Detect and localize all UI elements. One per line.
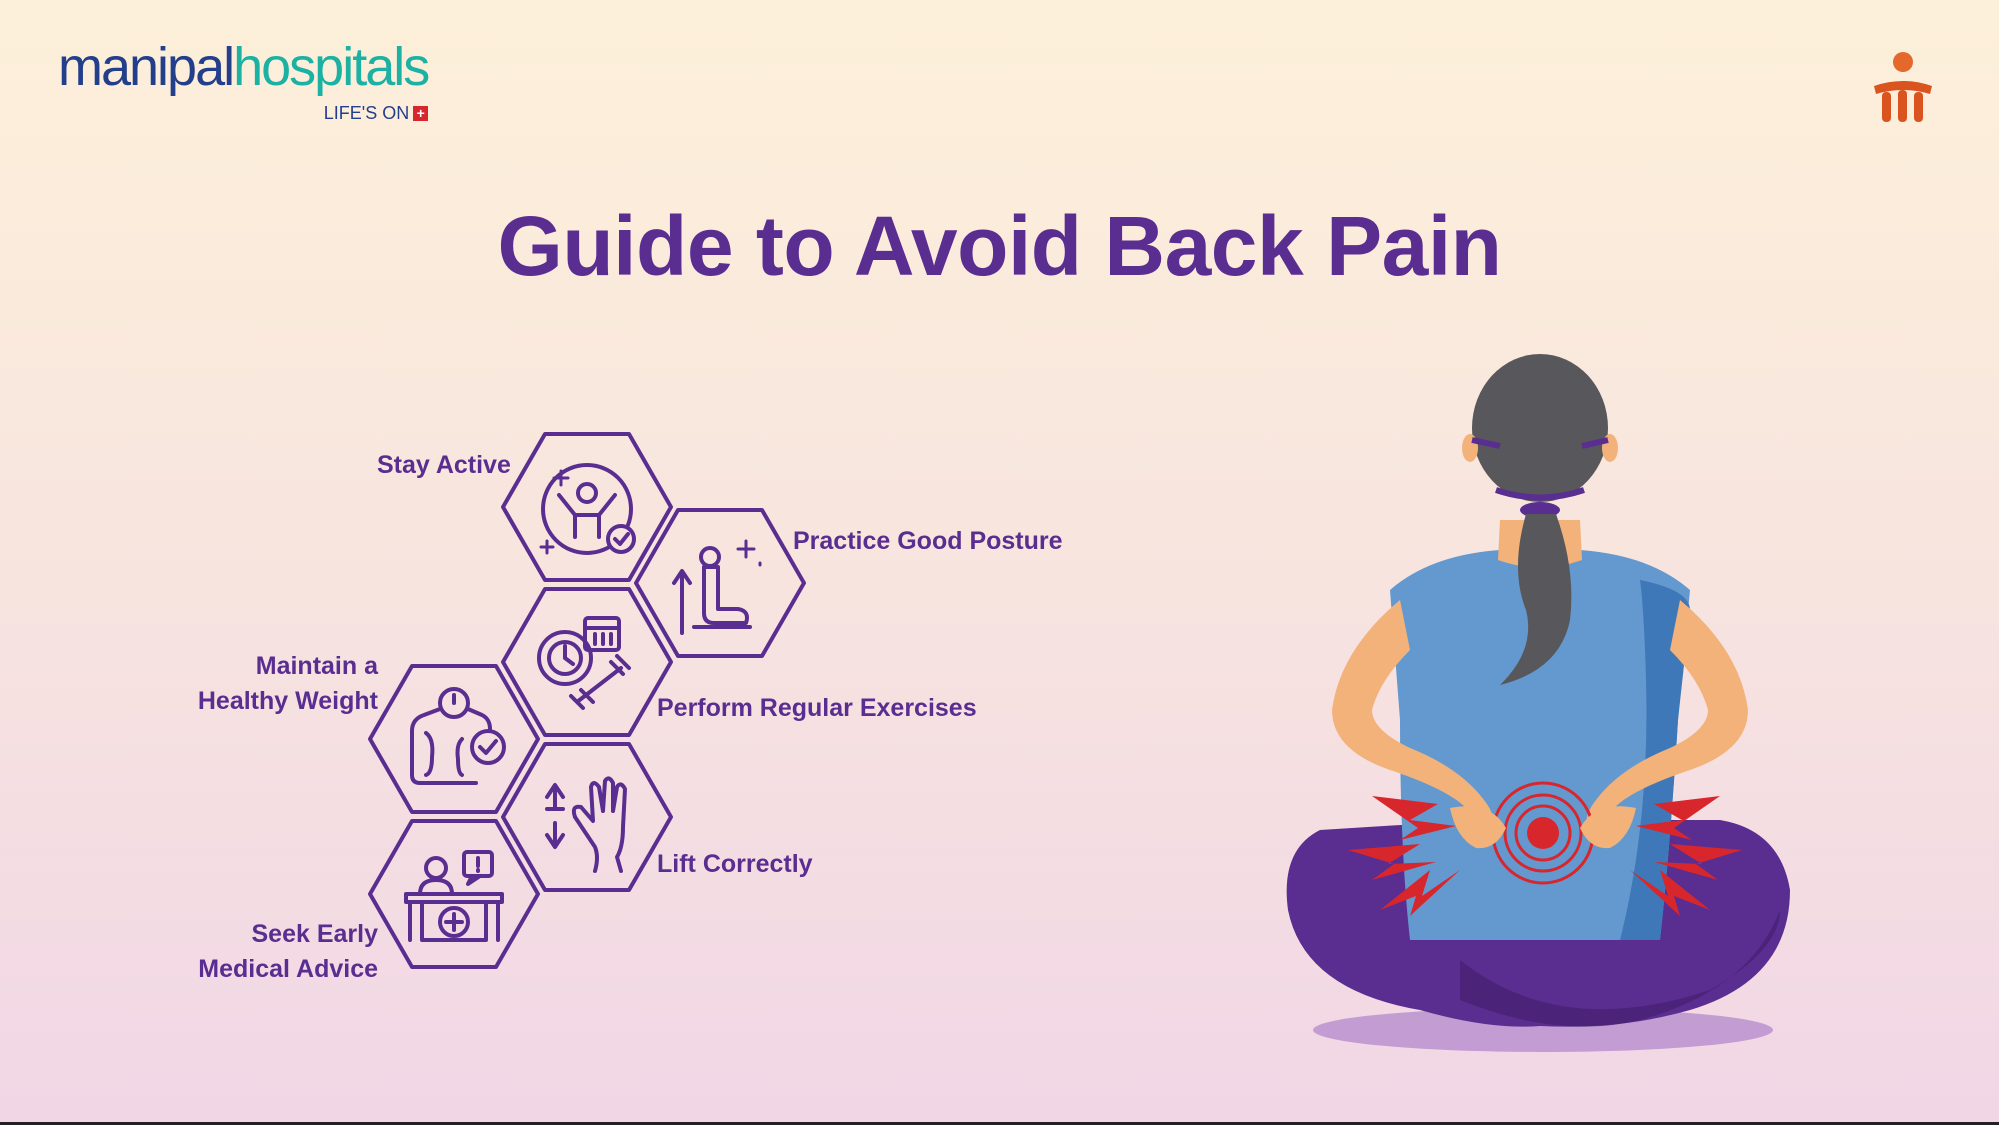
label-regular-exercises: Perform Regular Exercises xyxy=(657,694,977,722)
brand-mark-icon xyxy=(1874,52,1932,122)
label-medical-advice-line2: Medical Advice xyxy=(198,955,378,983)
lift-hand-icon xyxy=(545,776,627,873)
label-stay-active: Stay Active xyxy=(377,451,511,479)
hex-regular-exercises xyxy=(501,587,673,737)
hex-stay-active xyxy=(501,432,673,582)
active-person-icon xyxy=(539,463,636,555)
manipal-hospitals-logo: manipalhospitals LIFE'S ON + xyxy=(58,37,430,123)
tagline-text: LIFE'S ON xyxy=(323,103,410,123)
weight-scale-icon xyxy=(410,687,506,785)
pain-target-icon xyxy=(1491,781,1595,885)
ponytail xyxy=(1500,514,1572,685)
label-medical-advice-line1: Seek Early xyxy=(251,920,379,948)
logo-tagline: LIFE'S ON + xyxy=(323,103,429,124)
hex-healthy-weight xyxy=(368,664,540,814)
left-arm xyxy=(1332,600,1494,840)
label-medical-advice: Seek Early Medical Advice xyxy=(198,917,378,987)
red-cross-icon: + xyxy=(413,106,429,121)
tips-hexagon-cluster xyxy=(368,432,806,969)
right-arm xyxy=(1586,600,1748,840)
logo-wordmark-part1: manipal xyxy=(58,37,235,97)
hex-medical-advice xyxy=(368,819,540,969)
head xyxy=(1472,354,1608,502)
woman-back-pain-illustration xyxy=(1286,354,1790,1052)
exercise-icon xyxy=(537,616,631,710)
page-title: Guide to Avoid Back Pain xyxy=(497,199,1502,293)
logo-wordmark-part2: hospitals xyxy=(233,37,430,97)
hex-lift-correctly xyxy=(501,742,673,892)
ground-shadow xyxy=(1313,1008,1773,1052)
logo-wordmark: manipalhospitals xyxy=(58,37,430,97)
label-healthy-weight-line2: Healthy Weight xyxy=(197,687,378,715)
bottom-divider xyxy=(0,1122,1999,1125)
label-healthy-weight-line1: Maintain a xyxy=(255,652,378,680)
posture-icon xyxy=(672,539,762,635)
medical-advice-icon xyxy=(404,850,504,942)
label-healthy-weight: Maintain a Healthy Weight xyxy=(198,649,378,719)
label-lift-correctly: Lift Correctly xyxy=(657,850,813,878)
label-good-posture: Practice Good Posture xyxy=(793,527,1063,555)
pain-spark-icon xyxy=(1348,796,1742,916)
hex-good-posture xyxy=(634,508,806,658)
